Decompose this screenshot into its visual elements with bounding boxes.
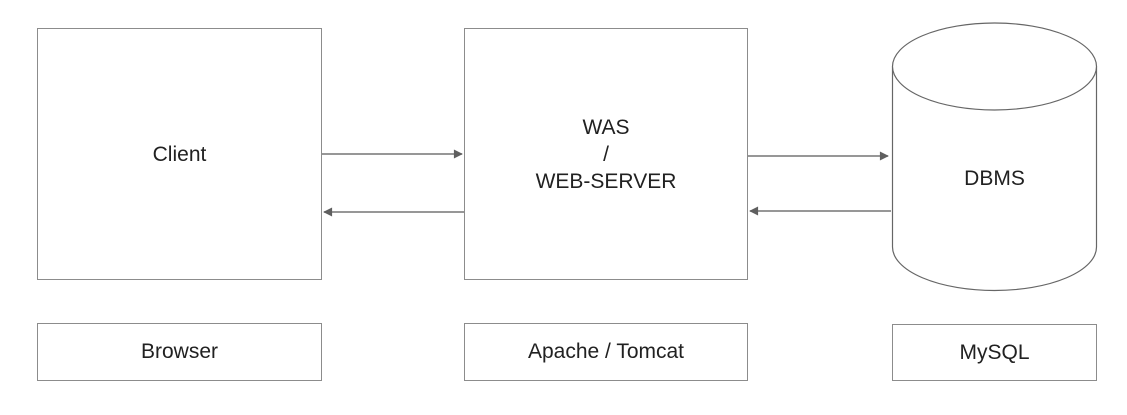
server-node: WAS / WEB-SERVER bbox=[464, 28, 748, 280]
apache-tomcat-caption-label: Apache / Tomcat bbox=[527, 340, 685, 363]
dbms-cylinder bbox=[891, 22, 1098, 292]
server-label-line3: WEB-SERVER bbox=[535, 169, 677, 193]
dbms-cylinder-top bbox=[891, 22, 1098, 111]
browser-caption-box: Browser bbox=[37, 323, 322, 381]
mysql-caption-box: MySQL bbox=[892, 324, 1097, 381]
server-label-line2: / bbox=[603, 142, 609, 166]
client-node: Client bbox=[37, 28, 322, 280]
client-label: Client bbox=[152, 142, 207, 166]
mysql-caption-label: MySQL bbox=[959, 340, 1030, 364]
dbms-cylinder-body bbox=[891, 66, 1098, 292]
apache-tomcat-caption-box: Apache / Tomcat bbox=[464, 323, 748, 381]
server-label: WAS / WEB-SERVER bbox=[536, 114, 677, 195]
browser-caption-label: Browser bbox=[140, 340, 219, 363]
server-label-line1: WAS bbox=[582, 115, 630, 139]
